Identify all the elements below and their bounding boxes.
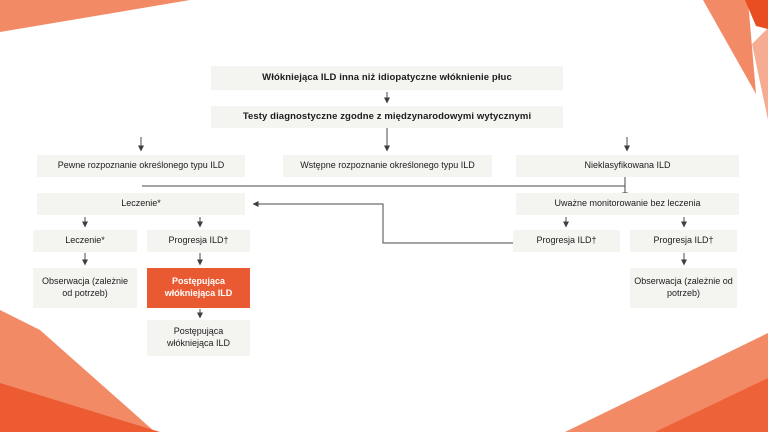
node-definite-label: Pewne rozpoznanie określonego typu ILD — [57, 160, 225, 171]
node-unclassifiable-ild: Nieklasyfikowana ILD — [516, 155, 739, 177]
node-observation-right-label: Obserwacja (zależnie od potrzeb) — [634, 276, 733, 298]
node-diagnostic-tests: Testy diagnostyczne zgodne z międzynarod… — [211, 106, 563, 128]
node-unclassifiable-label: Nieklasyfikowana ILD — [584, 160, 671, 171]
node-monitoring-label: Uważne monitorowanie bez leczenia — [554, 198, 701, 209]
node-progression-mid-label: Progresja ILD† — [536, 235, 597, 246]
node-progression-left-label: Progresja ILD† — [168, 235, 229, 246]
node-root: Włókniejąca ILD inna niż idiopatyczne wł… — [211, 66, 563, 90]
node-progression-mid: Progresja ILD† — [513, 230, 620, 252]
node-definite-diagnosis: Pewne rozpoznanie określonego typu ILD — [37, 155, 245, 177]
node-progression-right-label: Progresja ILD† — [653, 235, 714, 246]
node-treatment-main-label: Leczenie* — [121, 198, 161, 209]
node-treatment-sub-label: Leczenie* — [65, 235, 105, 246]
node-progression-left: Progresja ILD† — [147, 230, 250, 252]
node-treatment-main: Leczenie* — [37, 193, 245, 215]
node-observation-left: Obserwacja (zależnie od potrzeb) — [33, 268, 137, 308]
node-progressive-fibrosing-ild-final: Postępująca włókniejąca ILD — [147, 320, 250, 356]
node-root-label: Włókniejąca ILD inna niż idiopatyczne wł… — [262, 71, 512, 83]
node-progressive-fibrosing-ild-highlight: Postępująca włókniejąca ILD — [147, 268, 250, 308]
node-observation-left-label: Obserwacja (zależnie od potrzeb) — [41, 276, 129, 298]
node-pf-highlight-label: Postępująca włókniejąca ILD — [164, 276, 233, 298]
node-observation-right: Obserwacja (zależnie od potrzeb) — [630, 268, 737, 308]
node-tests-label: Testy diagnostyczne zgodne z międzynarod… — [242, 110, 532, 122]
node-progression-right: Progresja ILD† — [630, 230, 737, 252]
node-provisional-label: Wstępne rozpoznanie określonego typu ILD — [300, 160, 475, 171]
node-pf-final-label: Postępująca włókniejąca ILD — [166, 326, 231, 348]
node-treatment-sub: Leczenie* — [33, 230, 137, 252]
node-provisional-diagnosis: Wstępne rozpoznanie określonego typu ILD — [283, 155, 492, 177]
feedback-progression-to-treatment — [252, 201, 513, 244]
node-monitoring: Uważne monitorowanie bez leczenia — [516, 193, 739, 215]
